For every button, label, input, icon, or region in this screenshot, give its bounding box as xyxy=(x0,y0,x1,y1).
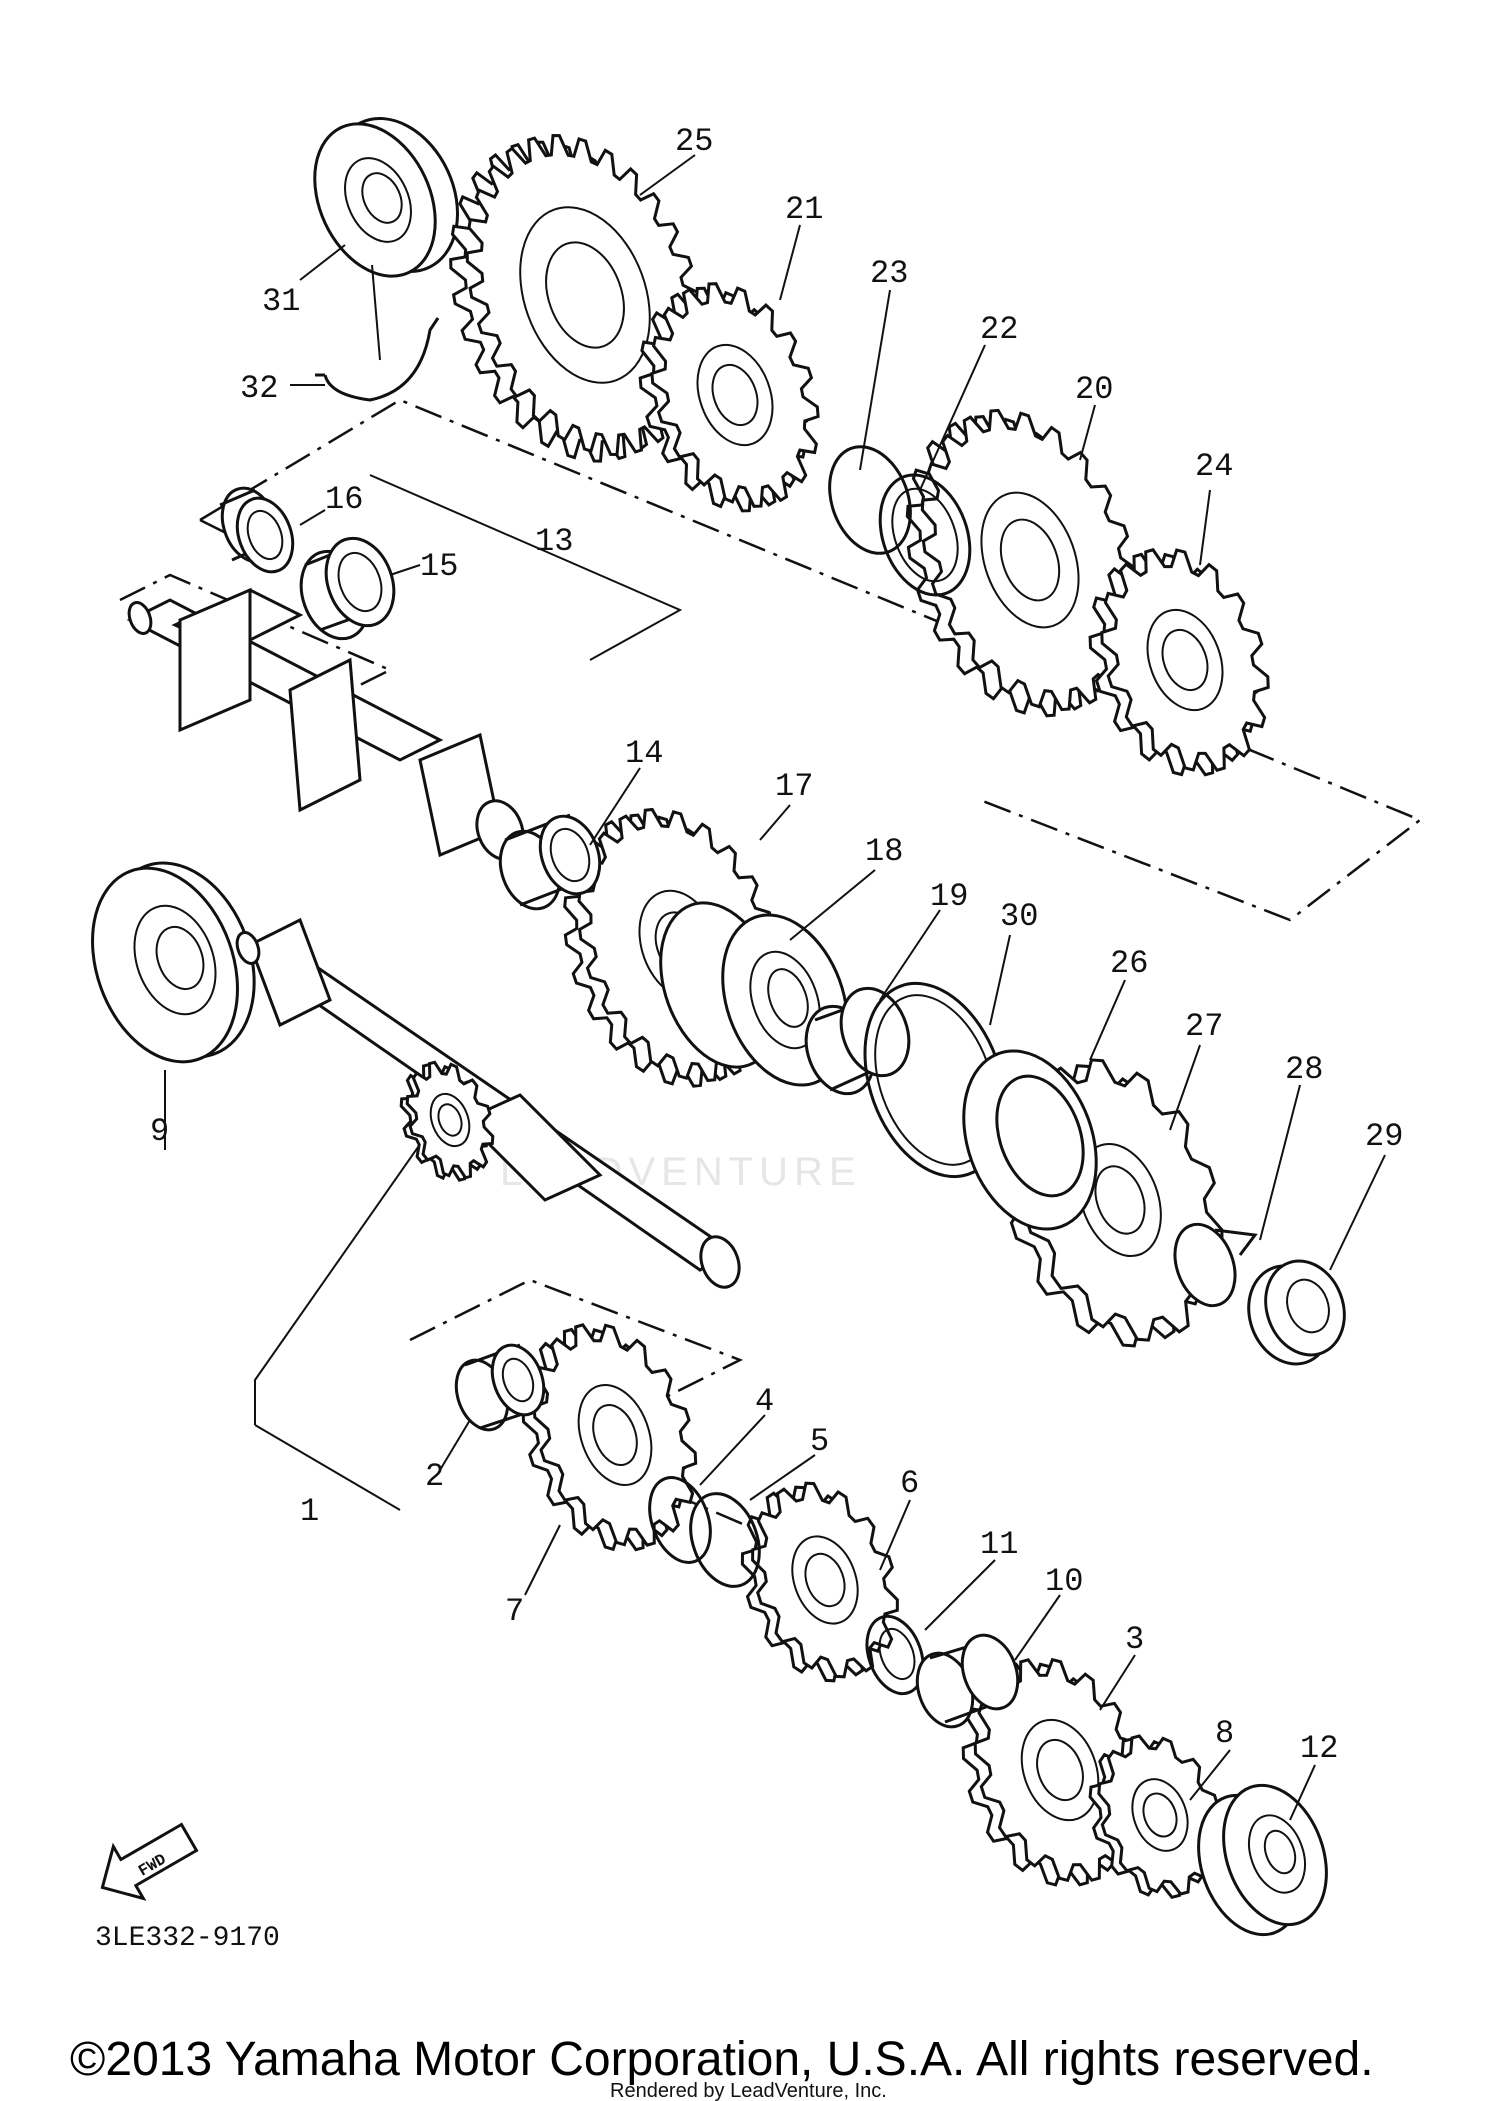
nut-29 xyxy=(1247,1259,1346,1366)
callout-24: 24 xyxy=(1195,448,1233,485)
bushing-15 xyxy=(299,536,396,641)
callout-20: 20 xyxy=(1075,371,1113,408)
callout-21: 21 xyxy=(785,191,823,228)
collar-19 xyxy=(804,986,911,1096)
seal-26 xyxy=(962,1049,1098,1231)
bushing-16 xyxy=(219,486,295,574)
callout-29: 29 xyxy=(1365,1118,1403,1155)
callout-22: 22 xyxy=(980,311,1018,348)
callout-30: 30 xyxy=(1000,898,1038,935)
callout-4: 4 xyxy=(755,1383,774,1420)
bearing-31 xyxy=(313,116,459,278)
bearing-18 xyxy=(659,901,849,1087)
collar-10 xyxy=(915,1633,1020,1729)
callout-18: 18 xyxy=(865,833,903,870)
callout-1: 1 xyxy=(300,1493,319,1530)
callout-16: 16 xyxy=(325,481,363,518)
circlip-5 xyxy=(689,1492,761,1588)
gear-20 xyxy=(905,408,1140,718)
callout-6: 6 xyxy=(900,1465,919,1502)
callout-19: 19 xyxy=(930,878,968,915)
leader-lines xyxy=(164,154,1386,1821)
callout-25: 25 xyxy=(675,123,713,160)
callout-5: 5 xyxy=(810,1423,829,1460)
circlip-23 xyxy=(828,445,912,555)
copyright-text: ©2013 Yamaha Motor Corporation, U.S.A. A… xyxy=(70,2033,1374,2086)
callout-2: 2 xyxy=(425,1458,444,1495)
callout-27: 27 xyxy=(1185,1008,1223,1045)
gear-25 xyxy=(449,133,705,463)
callout-32: 32 xyxy=(240,370,278,407)
callout-23: 23 xyxy=(870,255,908,292)
callout-17: 17 xyxy=(775,768,813,805)
rendered-by-text: Rendered by LeadVenture, Inc. xyxy=(610,2080,887,2101)
gear-6 xyxy=(740,1481,899,1683)
gear-7 xyxy=(521,1323,698,1552)
gear-8 xyxy=(1088,1734,1223,1899)
callout-7: 7 xyxy=(505,1593,524,1630)
callout-14: 14 xyxy=(625,735,663,772)
callout-9: 9 xyxy=(150,1113,169,1150)
axle-gear-1 xyxy=(399,1060,495,1182)
bushing-14 xyxy=(498,813,602,911)
callout-10: 10 xyxy=(1045,1563,1083,1600)
callout-11: 11 xyxy=(980,1526,1018,1563)
callout-3: 3 xyxy=(1125,1621,1144,1658)
callout-15: 15 xyxy=(420,548,458,585)
callout-12: 12 xyxy=(1300,1730,1338,1767)
washer-4 xyxy=(648,1476,712,1564)
gear-24 xyxy=(1088,548,1270,777)
callout-26: 26 xyxy=(1110,945,1148,982)
gear-21 xyxy=(638,282,820,513)
main-shaft-13 xyxy=(126,587,525,861)
collar-2 xyxy=(454,1343,546,1432)
circlip-32 xyxy=(323,317,440,402)
bearing-12 xyxy=(1197,1783,1328,1937)
fwd-arrow-icon: FWD xyxy=(100,1822,199,1901)
washer-22-inner xyxy=(891,487,959,583)
drive-axle-1 xyxy=(235,917,741,1289)
washer-11 xyxy=(865,1614,925,1696)
callout-8: 8 xyxy=(1215,1715,1234,1752)
callout-28: 28 xyxy=(1285,1051,1323,1088)
callout-13: 13 xyxy=(535,523,573,560)
lock-washer-28 xyxy=(1173,1222,1258,1308)
assembly-brackets xyxy=(254,474,683,1511)
part-code: 3LE332-9170 xyxy=(95,1923,280,1954)
callout-31: 31 xyxy=(262,283,300,320)
washer-22 xyxy=(878,473,972,597)
callouts: 25 21 23 22 20 24 31 32 16 15 13 14 17 1… xyxy=(150,123,1403,1767)
